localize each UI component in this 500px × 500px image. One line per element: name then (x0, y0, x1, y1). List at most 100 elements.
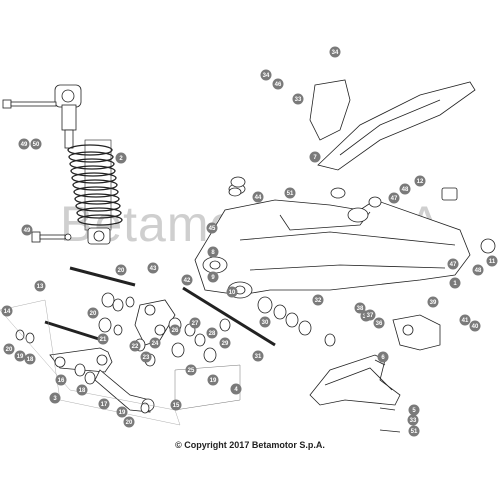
callout-number: 38 (357, 306, 364, 312)
callout-bubble (129, 340, 141, 352)
callout-bubble (97, 333, 109, 345)
callout-18: 18 (24, 353, 36, 365)
callout-12: 12 (414, 175, 426, 187)
copyright-notice: © Copyright 2017 Betamotor S.p.A. (175, 440, 325, 450)
callout-number: 37 (367, 313, 374, 319)
callout-number: 25 (188, 368, 195, 374)
callout-number: 27 (192, 321, 199, 327)
callout-49: 49 (18, 138, 30, 150)
callout-39: 39 (427, 296, 439, 308)
callout-bubble (115, 264, 127, 276)
callout-number: 41 (462, 318, 469, 324)
callout-number: 5 (412, 408, 416, 414)
callout-number: 39 (430, 300, 437, 306)
callout-number: 16 (58, 378, 65, 384)
callout-number: 50 (33, 142, 40, 148)
callout-bubble (98, 398, 110, 410)
swingarm (194, 183, 496, 299)
callout-19: 19 (14, 350, 26, 362)
callout-bubble (252, 350, 264, 362)
chain-slider (309, 314, 441, 406)
callout-number: 33 (295, 97, 302, 103)
callout-bubble (312, 294, 324, 306)
hardware-lower-right (0, 299, 401, 433)
callout-bubble (309, 151, 321, 163)
callout-bubble (207, 246, 219, 258)
callout-number: 23 (143, 355, 150, 361)
callout-bubble (272, 78, 284, 90)
shock-absorber (54, 84, 123, 245)
callout-bubble (399, 183, 411, 195)
callout-34: 34 (260, 69, 272, 81)
callout-27: 27 (189, 317, 201, 329)
callout-number: 15 (173, 403, 180, 409)
callout-number: 19 (17, 354, 24, 360)
linkage-rocker (134, 299, 176, 346)
callout-number: 17 (101, 402, 108, 408)
callout-number: 44 (255, 195, 262, 201)
callout-29: 29 (219, 337, 231, 349)
callout-bubble (252, 191, 264, 203)
callout-number: 21 (100, 337, 107, 343)
callout-14: 14 (1, 305, 13, 317)
callout-20: 20 (87, 307, 99, 319)
callout-1: 1 (449, 277, 461, 289)
callout-bubble (34, 280, 46, 292)
callout-bubble (147, 262, 159, 274)
callout-23: 23 (140, 351, 152, 363)
callout-40: 40 (469, 320, 481, 332)
callout-42: 42 (181, 274, 193, 286)
callout-25: 25 (185, 364, 197, 376)
callout-number: 19 (119, 410, 126, 416)
callout-bubble (373, 317, 385, 329)
callout-bubble (472, 264, 484, 276)
shock-bolt-upper (2, 99, 57, 109)
callout-number: 51 (287, 191, 294, 197)
callout-bubble (469, 320, 481, 332)
callout-bubble (123, 416, 135, 428)
callout-37: 37 (364, 309, 376, 321)
callout-bubble (219, 337, 231, 349)
callout-34: 34 (329, 46, 341, 58)
shock-bolt-lower (31, 231, 72, 243)
callout-number: 18 (27, 357, 34, 363)
callout-47: 47 (388, 192, 400, 204)
callout-number: 18 (79, 388, 86, 394)
callout-8: 8 (207, 246, 219, 258)
callout-number: 20 (6, 347, 13, 353)
callout-45: 45 (206, 222, 218, 234)
callout-bubble (408, 425, 420, 437)
callout-bubble (427, 296, 439, 308)
callout-number: 30 (262, 320, 269, 326)
callout-number: 51 (411, 429, 418, 435)
callout-22: 22 (129, 340, 141, 352)
callout-bubble (206, 327, 218, 339)
callout-50: 50 (30, 138, 42, 150)
callout-48: 48 (472, 264, 484, 276)
callout-48: 48 (399, 183, 411, 195)
callout-bubble (206, 222, 218, 234)
callout-bubble (259, 316, 271, 328)
callout-number: 40 (472, 324, 479, 330)
callout-7: 7 (309, 151, 321, 163)
callout-number: 47 (391, 196, 398, 202)
callout-32: 32 (312, 294, 324, 306)
callout-20: 20 (115, 264, 127, 276)
callout-bubble (207, 374, 219, 386)
callout-41: 41 (459, 314, 471, 326)
callout-38: 38 (354, 302, 366, 314)
callout-number: 19 (210, 378, 217, 384)
callout-16: 16 (55, 374, 67, 386)
callout-10: 10 (226, 286, 238, 298)
callout-number: 31 (255, 354, 262, 360)
callout-9: 9 (207, 271, 219, 283)
callout-2: 2 (115, 152, 127, 164)
callout-bubble (459, 314, 471, 326)
callout-43: 43 (147, 262, 159, 274)
callout-bubble (116, 406, 128, 418)
callout-number: 20 (126, 420, 133, 426)
callout-bubble (87, 307, 99, 319)
callout-19: 19 (207, 374, 219, 386)
